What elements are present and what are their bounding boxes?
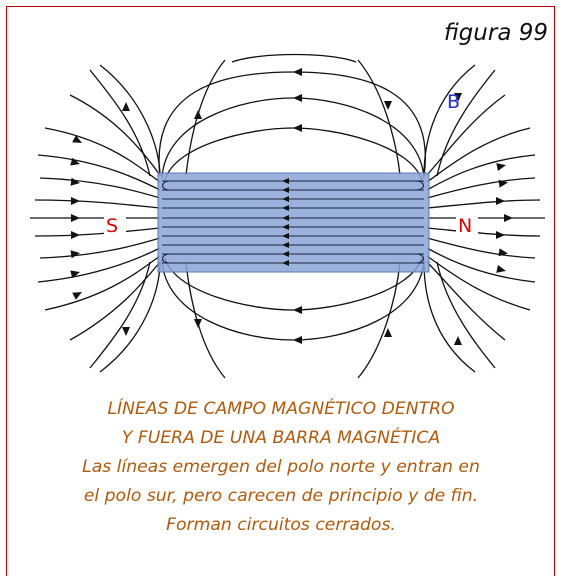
figure-label: figura 99 bbox=[443, 20, 548, 46]
field-arrows bbox=[70, 68, 513, 345]
caption-line-5: Forman circuitos cerrados. bbox=[166, 515, 396, 535]
bar-magnet bbox=[157, 172, 430, 273]
north-pole-label: N bbox=[458, 215, 472, 237]
caption-line-4: el polo sur, pero carecen de principio y… bbox=[83, 486, 479, 506]
internal-arrows bbox=[282, 178, 289, 266]
field-symbol-label: B bbox=[447, 91, 460, 113]
figure-frame bbox=[6, 6, 555, 576]
internal-field-lines bbox=[161, 180, 425, 264]
caption-line-2: Y FUERA DE UNA BARRA MAGNÉTICA bbox=[121, 428, 441, 448]
south-pole-label: S bbox=[106, 215, 118, 237]
caption-line-3: Las líneas emergen del polo norte y entr… bbox=[82, 457, 480, 477]
caption-line-1: LÍNEAS DE CAMPO MAGNÉTICO DENTRO bbox=[107, 399, 455, 419]
magnetic-field-diagram: S N B bbox=[30, 53, 545, 379]
figure-caption: LÍNEAS DE CAMPO MAGNÉTICO DENTRO Y FUERA… bbox=[20, 395, 542, 540]
